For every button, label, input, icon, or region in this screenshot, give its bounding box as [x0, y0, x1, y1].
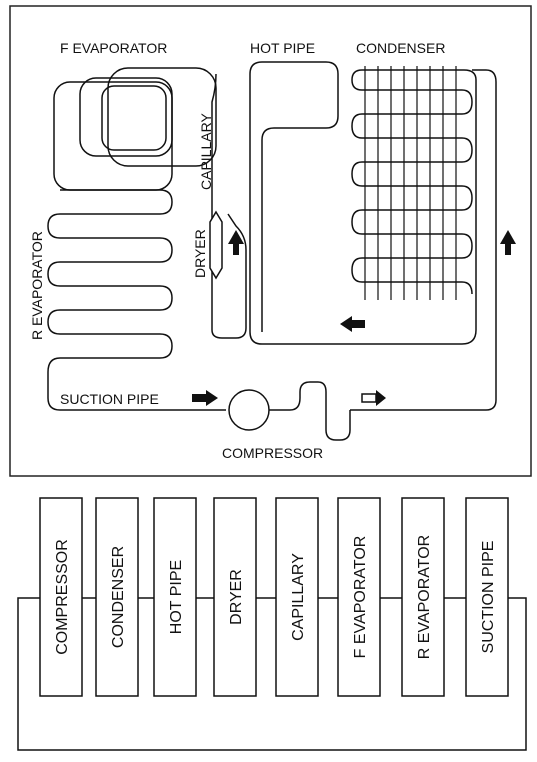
label-r-evaporator: R EVAPORATOR	[29, 231, 45, 340]
block-label-hot-pipe: HOT PIPE	[168, 560, 185, 634]
label-compressor: COMPRESSOR	[222, 445, 323, 461]
block-label-condenser: CONDENSER	[110, 546, 127, 648]
f-evaporator-coil	[53, 67, 217, 191]
compressor-discharge-line	[269, 381, 351, 441]
label-condenser: CONDENSER	[356, 40, 445, 56]
block-label-suction-pipe: SUCTION PIPE	[480, 541, 497, 654]
block-label-r-evaporator: R EVAPORATOR	[416, 535, 433, 659]
block-condenser	[95, 497, 139, 697]
block-r-evaporator	[401, 497, 445, 697]
flow-arrow-right-suction	[192, 390, 218, 406]
block-label-capillary: CAPILLARY	[290, 553, 307, 641]
flow-arrow-up-condenser	[500, 230, 516, 255]
r-evaporator-coil	[47, 189, 226, 411]
label-f-evaporator: F EVAPORATOR	[60, 40, 167, 56]
dryer-body	[209, 210, 223, 280]
sequence-loop-line	[17, 597, 527, 751]
schematic-frame	[9, 5, 532, 477]
block-capillary	[275, 497, 319, 697]
block-label-f-evaporator: F EVAPORATOR	[352, 536, 369, 659]
flow-arrow-up-dryer	[228, 230, 244, 255]
sequence-blocks: COMPRESSOR CONDENSER HOT PIPE DRYER CAPI…	[39, 497, 509, 697]
block-compressor	[39, 497, 83, 697]
block-label-compressor: COMPRESSOR	[54, 539, 71, 655]
flow-arrow-left-hot-pipe	[340, 316, 365, 332]
condenser-grid	[364, 66, 457, 300]
block-suction-pipe	[465, 497, 509, 697]
block-dryer	[213, 497, 257, 697]
block-hot-pipe	[153, 497, 197, 697]
flow-arrow-right-discharge	[361, 390, 386, 406]
label-suction-pipe: SUCTION PIPE	[60, 391, 159, 407]
block-label-dryer: DRYER	[228, 569, 245, 625]
hot-pipe-loop	[249, 61, 477, 345]
label-capillary: CAPILLARY	[198, 113, 214, 190]
label-dryer: DRYER	[192, 229, 208, 278]
condenser-coil	[350, 69, 497, 411]
block-f-evaporator	[337, 497, 381, 697]
capillary-line	[211, 73, 247, 339]
compressor-symbol	[228, 389, 270, 431]
label-hot-pipe: HOT PIPE	[250, 40, 315, 56]
